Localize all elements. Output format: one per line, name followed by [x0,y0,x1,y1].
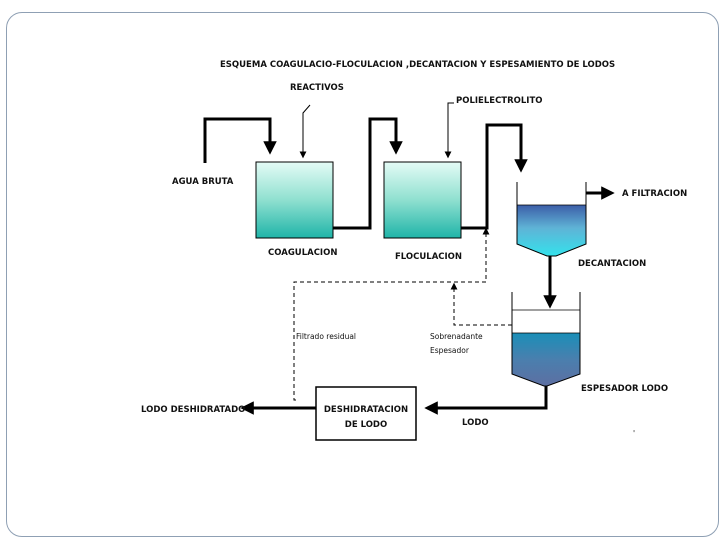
slide-frame [6,12,719,537]
thickener-liquid [512,333,580,386]
agua-bruta-label: AGUA BRUTA [172,177,234,187]
floculacion-label: FLOCULACION [395,252,462,262]
corner-mark: ' [633,429,635,438]
floc-decanter-pipe [461,123,528,230]
deshidratacion-label-line2: DE LODO [345,420,387,430]
coagulacion-label: COAGULACION [268,248,337,258]
reactivos-label: REACTIVOS [290,83,344,93]
deshidratacion-label-line1: DESHIDRATACION [324,405,408,415]
a-filtracion-label: A FILTRACION [622,189,687,199]
lodo-label: LODO [462,418,489,428]
filtrado-residual-label: Filtrado residual [296,332,356,341]
espesador-lodo-label: ESPESADOR LODO [581,384,668,394]
polielectrolito-label: POLIELECTROLITO [456,96,542,106]
reactivos-feed-line [299,104,311,159]
decanter-liquid [517,205,586,256]
espesador-small-label: Espesador [430,346,470,355]
dewatering-box [315,386,417,441]
coag-floc-pipe [333,117,403,230]
filtrado-residual-return [293,227,490,401]
polielectrolito-feed-line [444,102,454,159]
thickened-sludge-pipe [424,386,548,415]
sobrenadante-return [450,282,512,326]
decantacion-label: DECANTACION [578,259,646,269]
sobrenadante-label: Sobrenadante [430,332,483,341]
diagram-title: ESQUEMA COAGULACIO-FLOCULACION ,DECANTAC… [220,60,615,70]
raw-water-pipe [203,117,277,163]
flocculation-tank [383,161,462,239]
coagulation-tank [255,161,334,239]
lodo-deshidratado-label: LODO DESHIDRATADO [141,405,245,415]
